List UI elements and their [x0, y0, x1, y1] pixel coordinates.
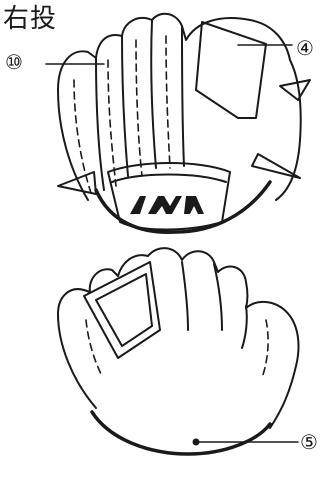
- callout-10-label: ⑩: [5, 52, 23, 72]
- glove-back-view: [58, 14, 310, 232]
- finger-seam-2: [122, 36, 128, 176]
- lace-tab-lower: [252, 154, 300, 178]
- thumb-panel: [196, 22, 266, 118]
- finger-seam-1: [96, 58, 104, 190]
- brand-logo: [130, 196, 204, 214]
- leader-5-dot: [193, 439, 200, 446]
- palm-finger-line-2: [214, 264, 222, 330]
- palm-finger-line-3: [242, 306, 247, 348]
- finger-seam-4: [182, 26, 184, 166]
- finger-seam-3: [151, 20, 156, 168]
- page-title: 右投: [3, 6, 57, 32]
- glove-palm-view: [58, 248, 298, 454]
- palm-finger-line-1: [182, 262, 188, 330]
- wrist-band: [108, 163, 230, 230]
- back-edge-binding: [96, 182, 270, 232]
- glove-palm-outline: [58, 248, 298, 428]
- callout-4-label: ④: [296, 38, 314, 58]
- web-panel: [84, 262, 160, 358]
- palm-edge-binding: [92, 412, 270, 454]
- callout-5-label: ⑤: [300, 432, 318, 452]
- lace-tab-right: [280, 80, 310, 100]
- wrist-band-inner: [112, 175, 226, 183]
